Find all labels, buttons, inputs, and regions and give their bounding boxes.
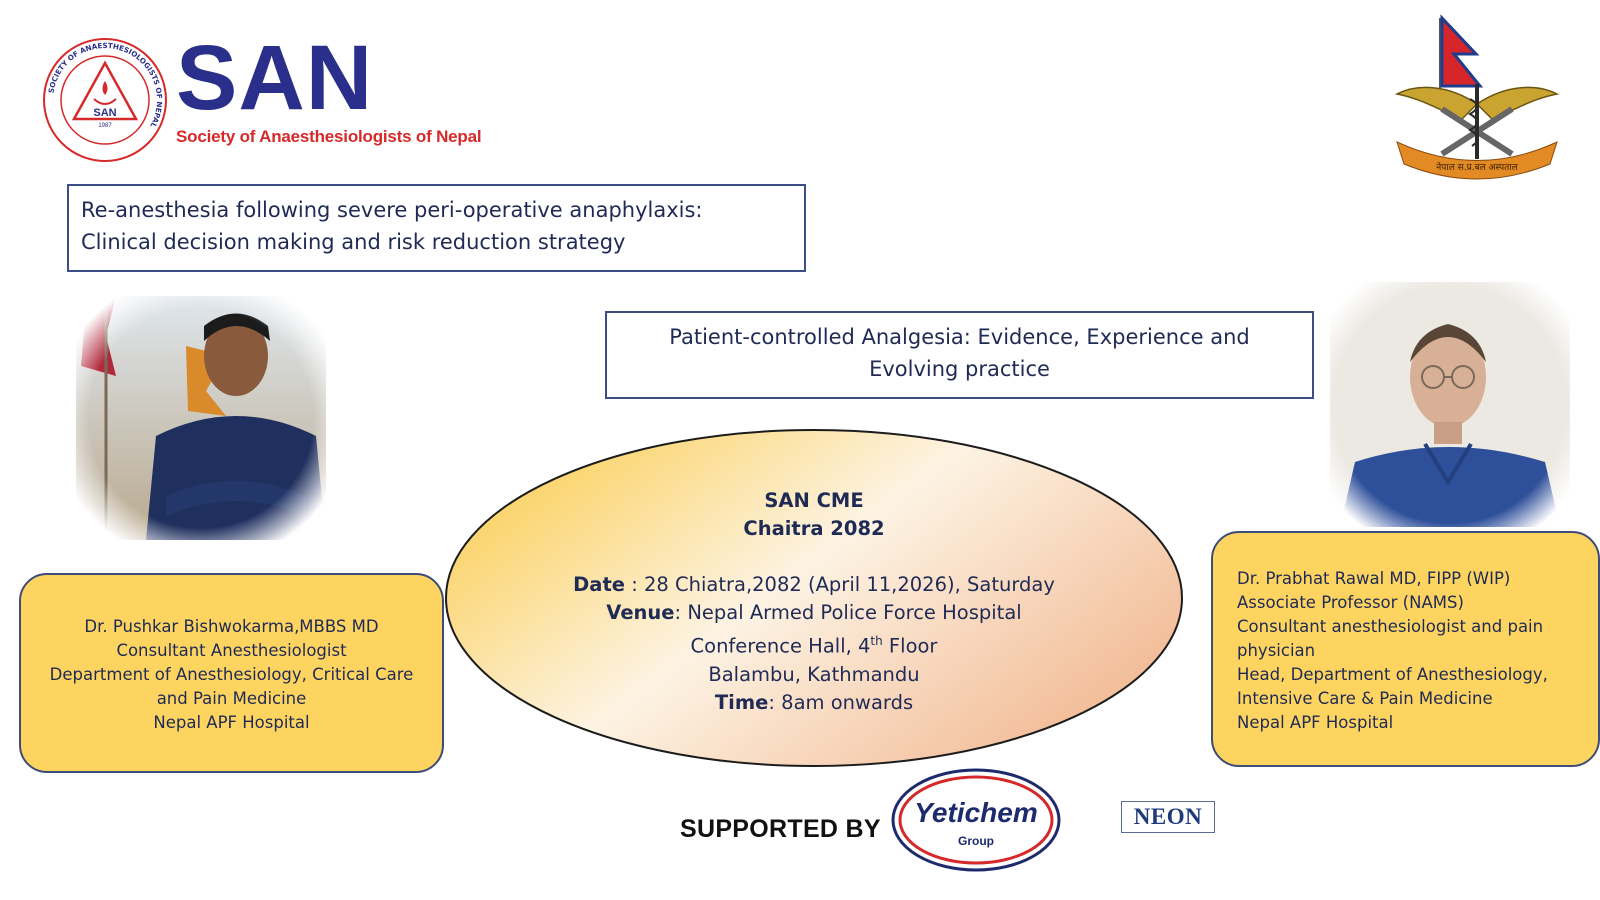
topic-1-line-1: Re-anesthesia following severe peri-oper… (81, 198, 703, 222)
speaker-1-dept-line-1: Department of Anesthesiology, Critical C… (49, 665, 414, 684)
emblem-banner-text: नेपाल स.प्र.बल अस्पताल (1436, 161, 1518, 173)
time-value: : 8am onwards (768, 690, 914, 714)
event-venue: Venue: Nepal Armed Police Force Hospital (444, 599, 1184, 627)
speaker-1-dept-line-2: and Pain Medicine (156, 689, 307, 708)
speaker-2-title: Associate Professor (NAMS) (1237, 593, 1464, 612)
yetichem-sub: Group (958, 834, 994, 848)
speaker-2-info-box: Dr. Prabhat Rawal MD, FIPP (WIP) Associa… (1211, 531, 1600, 767)
san-seal-logo: SOCIETY OF ANAESTHESIOLOGISTS OF NEPAL S… (43, 38, 167, 162)
speaker-1-role: Consultant Anesthesiologist (116, 641, 347, 660)
topic-2-line-2: Evolving practice (869, 357, 1050, 381)
date-value: : 28 Chiatra,2082 (April 11,2026), Satur… (625, 573, 1055, 596)
speaker-1-name: Dr. Pushkar Bishwokarma,MBBS MD (84, 617, 379, 636)
time-label: Time (714, 690, 769, 714)
venue-line-2-pre: Conference Hall, 4 (690, 634, 871, 658)
speaker-2-role-line-2: physician (1237, 641, 1316, 660)
event-details: SAN CME Chaitra 2082 Date : 28 Chiatra,2… (444, 487, 1184, 717)
venue-line-2-sup: th (870, 634, 883, 648)
venue-label: Venue (606, 601, 675, 624)
topic-box-1: Re-anesthesia following severe peri-oper… (67, 184, 806, 272)
speaker-1-photo (76, 296, 326, 540)
venue-value: : Nepal Armed Police Force Hospital (674, 601, 1022, 624)
event-ellipse (445, 429, 1183, 767)
supported-by-label: SUPPORTED BY (680, 815, 881, 843)
speaker-2-role-line-1: Consultant anesthesiologist and pain (1237, 617, 1544, 636)
event-title: SAN CME (764, 489, 864, 512)
event-date: Date : 28 Chiatra,2082 (April 11,2026), … (444, 571, 1184, 599)
event-venue-line-3: Balambu, Kathmandu (708, 662, 920, 686)
topic-1-line-2: Clinical decision making and risk reduct… (81, 230, 626, 254)
speaker-1-info-box: Dr. Pushkar Bishwokarma,MBBS MD Consulta… (19, 573, 444, 773)
neon-logo: NEON (1121, 801, 1215, 833)
speaker-1-hospital: Nepal APF Hospital (153, 713, 310, 732)
event-subtitle: Chaitra 2082 (743, 517, 885, 540)
topic-box-2: Patient-controlled Analgesia: Evidence, … (605, 311, 1314, 399)
org-full-name: Society of Anaesthesiologists of Nepal (176, 127, 482, 146)
seal-center-text: SAN (93, 107, 116, 119)
speaker-2-dept-line-2: Intensive Care & Pain Medicine (1237, 689, 1493, 708)
yetichem-name: Yetichem (914, 797, 1037, 828)
speaker-2-dept-line-1: Head, Department of Anesthesiology, (1237, 665, 1548, 684)
speaker-2-hospital: Nepal APF Hospital (1237, 713, 1394, 732)
seal-year: 1987 (98, 123, 112, 129)
venue-line-2-post: Floor (882, 634, 938, 658)
date-label: Date (573, 573, 626, 596)
speaker-2-name: Dr. Prabhat Rawal MD, FIPP (WIP) (1237, 569, 1511, 588)
topic-2-line-1: Patient-controlled Analgesia: Evidence, … (669, 325, 1250, 349)
speaker-2-photo (1330, 282, 1570, 527)
apf-emblem-logo: नेपाल स.प्र.बल अस्पताल (1394, 14, 1560, 180)
event-time: Time: 8am onwards (444, 689, 1184, 717)
org-acronym: SAN (176, 27, 374, 129)
event-venue-line-2: Conference Hall, 4th Floor (444, 627, 1184, 661)
yetichem-logo: Yetichem Group (891, 768, 1061, 872)
